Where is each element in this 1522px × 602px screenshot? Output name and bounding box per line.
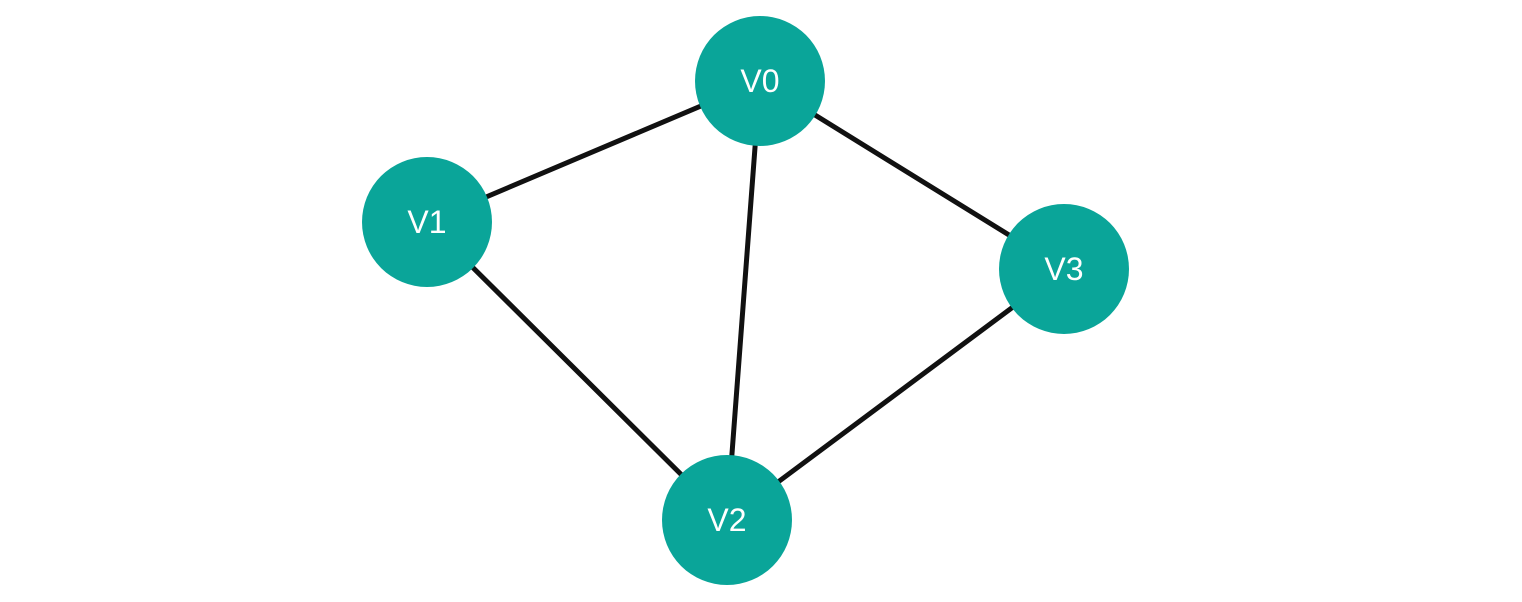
edges-layer xyxy=(424,78,1067,523)
node-v3: V3 xyxy=(999,204,1129,334)
node-v0: V0 xyxy=(695,16,825,146)
edge-v1-v2 xyxy=(424,219,730,523)
node-v1: V1 xyxy=(362,157,492,287)
node-circle xyxy=(362,157,492,287)
node-label: V0 xyxy=(740,63,779,99)
node-label: V1 xyxy=(407,204,446,240)
node-label: V2 xyxy=(707,502,746,538)
node-circle xyxy=(662,455,792,585)
edge-v0-v2 xyxy=(724,78,763,523)
node-circle xyxy=(695,16,825,146)
node-v2: V2 xyxy=(662,455,792,585)
node-label: V3 xyxy=(1044,251,1083,287)
edge-v2-v3 xyxy=(724,266,1067,523)
node-circle xyxy=(999,204,1129,334)
